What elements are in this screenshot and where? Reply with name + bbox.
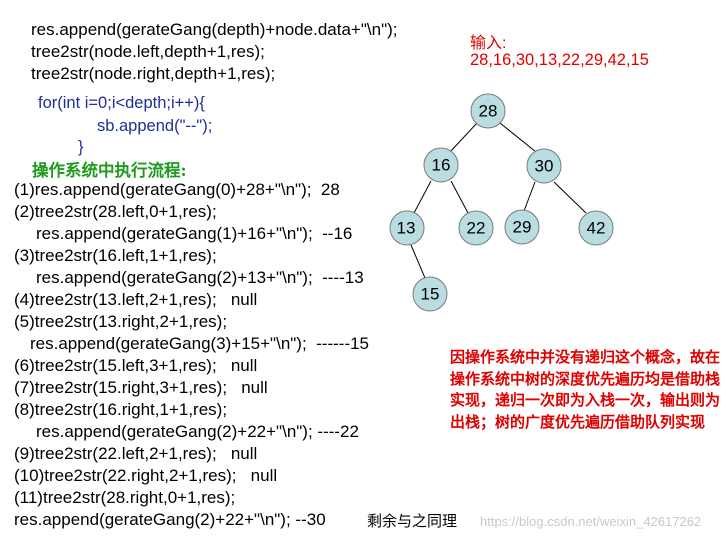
trace-line: res.append(gerateGang(2)+13+"\n"); ----1… <box>36 268 364 287</box>
code-line-right: tree2str(node.right,depth+1,res); <box>31 64 276 83</box>
tree-node-label: 22 <box>467 219 486 238</box>
tree-nodes <box>389 93 614 312</box>
edge-16-13 <box>413 180 432 214</box>
trace-line: (4)tree2str(13.left,2+1,res); null <box>14 290 258 309</box>
code-line-append: res.append(gerateGang(depth)+node.data+"… <box>31 20 398 39</box>
trace-line: (5)tree2str(13.right,2+1,res); <box>14 312 228 331</box>
watermark: https://blog.csdn.net/weixin_42617262 <box>480 514 702 529</box>
tree-node-label: 29 <box>513 218 532 237</box>
code-line-left: tree2str(node.left,depth+1,res); <box>31 42 265 61</box>
edge-30-42 <box>553 181 587 214</box>
loop-line-body: sb.append("--"); <box>97 117 213 135</box>
tree-node-13 <box>389 210 425 246</box>
tree-node-28 <box>470 93 506 129</box>
trace-line: res.append(gerateGang(3)+15+"\n"); -----… <box>30 334 370 353</box>
edge-28-16 <box>449 122 478 153</box>
trace-line: (2)tree2str(28.left,0+1,res); <box>14 202 217 221</box>
edge-13-15 <box>410 244 426 279</box>
tree-node-label: 16 <box>432 156 451 175</box>
remaining-note: 剩余与之同理 <box>367 512 458 530</box>
trace-line: (11)tree2str(28.right,0+1,res); <box>14 488 236 507</box>
trace-line: res.append(gerateGang(2)+22+"\n"); --30 <box>14 510 326 529</box>
tree-node-30 <box>526 148 562 184</box>
trace-line: (7)tree2str(15.right,3+1,res); null <box>14 378 268 397</box>
tree-node-22 <box>458 210 494 246</box>
tree-node-label: 42 <box>587 219 606 238</box>
edge-30-29 <box>523 181 536 212</box>
trace-line: (8)tree2str(16.right,1+1,res); <box>14 400 228 419</box>
explanation-note: 因操作系统中并没有递归这个概念，故在操作系统中树的深度优先遍历均是借助栈实现，递… <box>450 348 721 431</box>
tree-edges <box>410 122 587 279</box>
edge-16-22 <box>450 180 469 214</box>
trace-line: (9)tree2str(22.left,2+1,res); null <box>14 444 258 463</box>
trace-line: (3)tree2str(16.left,1+1,res); <box>14 246 217 265</box>
input-values: 28,16,30,13,22,29,42,15 <box>470 51 649 69</box>
loop-line-close: } <box>78 138 84 156</box>
tree-node-42 <box>578 210 614 246</box>
tree-node-29 <box>504 209 540 245</box>
trace-line: (6)tree2str(15.left,3+1,res); null <box>14 356 258 375</box>
trace-line: res.append(gerateGang(2)+22+"\n"); ----2… <box>36 422 359 441</box>
tree-node-16 <box>423 147 459 183</box>
tree-node-label: 15 <box>421 285 440 304</box>
tree-node-label: 30 <box>535 157 554 176</box>
trace-line: res.append(gerateGang(1)+16+"\n"); --16 <box>36 224 353 243</box>
tree-node-label: 13 <box>397 219 416 238</box>
trace-line: (1)res.append(gerateGang(0)+28+"\n"); 28 <box>14 180 340 199</box>
loop-line-for: for(int i=0;i<depth;i++){ <box>38 94 205 112</box>
input-label: 输入: <box>470 35 507 52</box>
trace-line: (10)tree2str(22.right,2+1,res); null <box>14 466 278 485</box>
tree-node-label: 28 <box>479 102 498 121</box>
tree-node-15 <box>412 276 448 312</box>
edge-28-30 <box>499 122 537 153</box>
flow-heading: 操作系统中执行流程: <box>32 161 187 180</box>
